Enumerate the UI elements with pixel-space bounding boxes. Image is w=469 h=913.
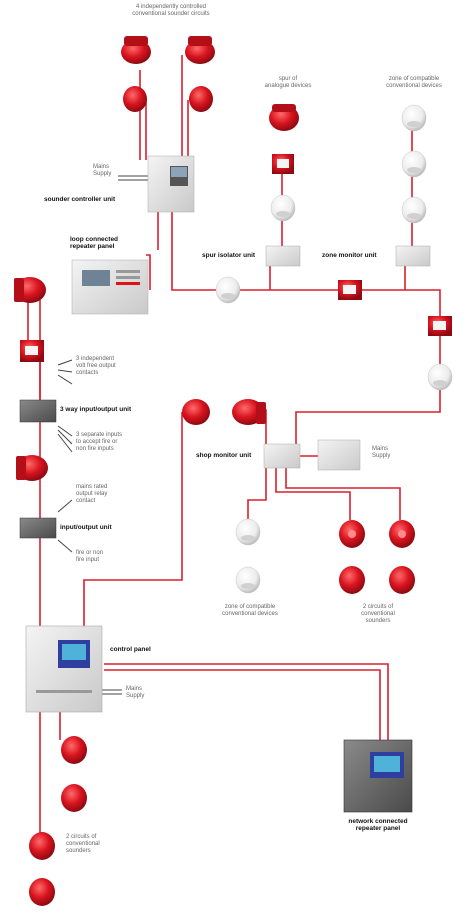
network-repeater-box bbox=[343, 739, 413, 813]
label-spur-isolator: spur isolator unit bbox=[202, 252, 256, 259]
shop-beacon-4 bbox=[389, 566, 415, 594]
zone-detector-2 bbox=[401, 150, 427, 178]
io-unit-box bbox=[19, 517, 57, 539]
label-volt-free-outputs: 3 independent volt free output contacts bbox=[76, 356, 116, 376]
left-sounder-top bbox=[14, 277, 46, 303]
three-way-io-box bbox=[19, 399, 57, 423]
sounder-top-4 bbox=[189, 86, 213, 112]
shop-monitor-box bbox=[263, 443, 301, 469]
loop-detector bbox=[215, 276, 241, 304]
bottom-beacon-3 bbox=[29, 832, 55, 860]
label-shop-monitor: shop monitor unit bbox=[196, 452, 252, 459]
label-control-panel: control panel bbox=[110, 646, 151, 653]
left-callpoint bbox=[20, 340, 44, 362]
sounder-top-2 bbox=[185, 36, 215, 64]
label-sounder-circuits-top: 4 independently controlled conventional … bbox=[132, 4, 210, 17]
label-mains-relay: mains rated output relay contact bbox=[76, 484, 108, 504]
label-mains-supply-control: Mains Supply bbox=[126, 686, 145, 699]
shop-detector-1 bbox=[235, 518, 261, 546]
shop-beacon-2 bbox=[389, 520, 415, 548]
left-sounder-mid bbox=[16, 455, 48, 481]
right-callpoint bbox=[428, 316, 452, 336]
sounder-top-1 bbox=[121, 36, 151, 64]
control-panel-box bbox=[25, 625, 103, 713]
zone-detector-3 bbox=[401, 196, 427, 224]
bottom-beacon-4 bbox=[29, 878, 55, 906]
spur-isolator-box bbox=[265, 245, 301, 267]
sounder-controller-box bbox=[147, 155, 195, 213]
label-network-repeater: network connected repeater panel bbox=[348, 818, 408, 832]
label-zone-conventional-top: zone of compatible conventional devices bbox=[386, 76, 442, 89]
label-io-unit: input/output unit bbox=[60, 524, 112, 531]
zone-monitor-box bbox=[395, 245, 431, 267]
shop-beacon-1 bbox=[339, 520, 365, 548]
shop-sounder-2 bbox=[232, 399, 266, 425]
label-fire-nonfire: fire or non fire input bbox=[76, 550, 104, 563]
zone-detector-1 bbox=[401, 104, 427, 132]
bottom-beacon-1 bbox=[61, 736, 87, 764]
label-circuits-sounders-left: 2 circuits of conventional sounders bbox=[66, 834, 100, 854]
label-separate-inputs: 3 separate inputs to accept fire or non … bbox=[76, 432, 123, 452]
spur-sounder bbox=[269, 104, 299, 131]
label-mains-supply-sounder: Mains Supply bbox=[93, 164, 112, 177]
spur-callpoint bbox=[272, 154, 294, 174]
label-loop-repeater: loop connected repeater panel bbox=[70, 236, 119, 250]
spur-detector bbox=[270, 194, 296, 222]
label-spur-analogue: spur of analogue devices bbox=[264, 76, 312, 89]
sounder-top-3 bbox=[123, 86, 147, 112]
bottom-beacon-2 bbox=[61, 784, 87, 812]
label-zone-conventional-bottom: zone of compatible conventional devices bbox=[222, 604, 278, 617]
label-zone-monitor: zone monitor unit bbox=[322, 252, 377, 259]
right-detector bbox=[427, 363, 453, 391]
wiring bbox=[27, 55, 441, 840]
label-sounder-controller: sounder controller unit bbox=[44, 196, 116, 203]
shop-detector-2 bbox=[235, 566, 261, 594]
loop-repeater-panel bbox=[71, 259, 149, 315]
label-mains-supply-shop: Mains Supply bbox=[372, 446, 391, 459]
shop-beacon-3 bbox=[339, 566, 365, 594]
loop-callpoint bbox=[338, 280, 362, 300]
shop-mains-box bbox=[317, 439, 361, 471]
label-circuits-sounders-right: 2 circuits of conventional sounders bbox=[361, 604, 395, 624]
label-three-way-io: 3 way input/output unit bbox=[60, 406, 132, 413]
shop-sounder-1 bbox=[182, 399, 210, 425]
